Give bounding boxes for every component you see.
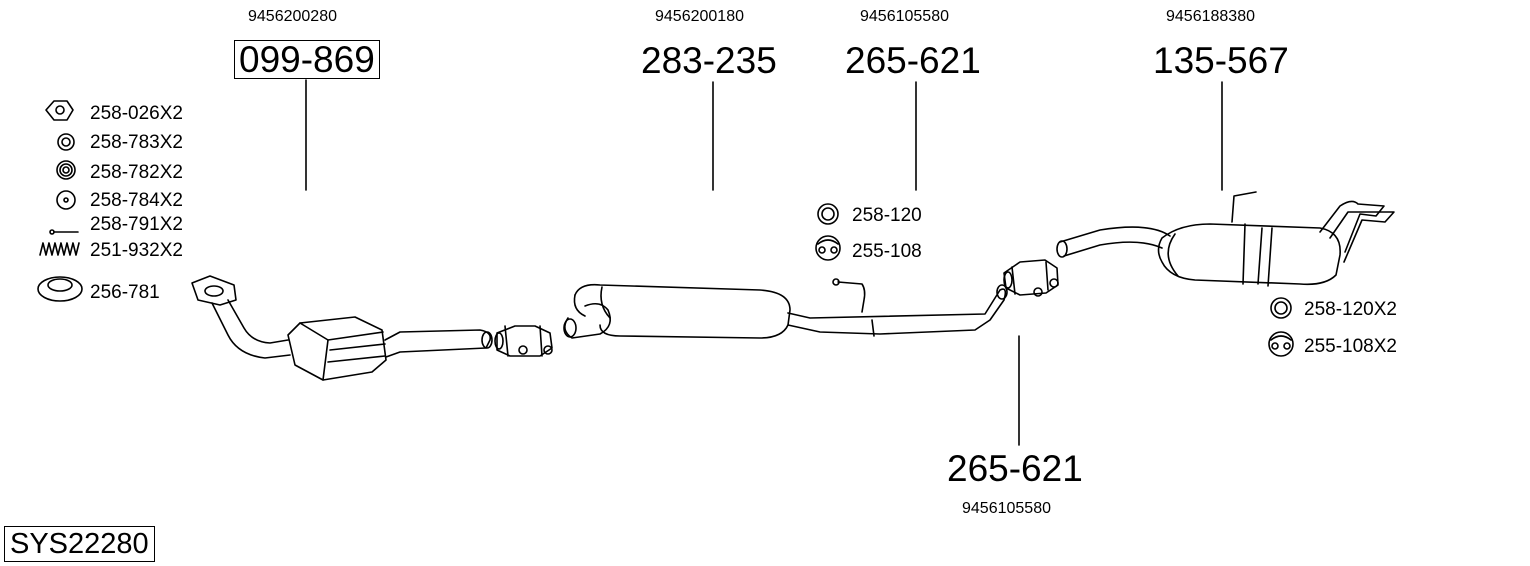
spring-washer-icon: [56, 160, 76, 180]
rear-silencer-drawing: [1056, 191, 1395, 287]
rubber-ring-icon-right: [1270, 297, 1292, 319]
accessory-label[interactable]: 258-120X2: [1304, 299, 1397, 320]
middle-silencer-drawing: [563, 278, 1008, 339]
oem-number: 9456200180: [655, 8, 744, 25]
rubber-mount-icon-mid: [815, 235, 841, 261]
accessory-label[interactable]: 251-932X2: [90, 240, 183, 261]
rubber-mount-icon-right: [1268, 331, 1294, 357]
catalytic-converter-drawing: [191, 275, 493, 381]
part-number[interactable]: 265-621: [947, 448, 1083, 489]
gasket-ring-icon: [37, 276, 83, 302]
accessory-label[interactable]: 258-783X2: [90, 132, 183, 153]
accessory-label[interactable]: 258-026X2: [90, 103, 183, 124]
hex-nut-icon: [45, 100, 74, 121]
accessory-label[interactable]: 258-791X2: [90, 214, 183, 235]
part-number[interactable]: 265-621: [845, 40, 981, 81]
part-number[interactable]: 135-567: [1153, 40, 1289, 81]
part-number-boxed[interactable]: 099-869: [234, 40, 380, 79]
oem-number: 9456200280: [248, 8, 337, 25]
accessory-label[interactable]: 255-108X2: [1304, 336, 1397, 357]
oem-number: 9456105580: [860, 8, 949, 25]
spring-icon: [39, 242, 80, 256]
washer-ring-icon: [57, 133, 75, 151]
flat-washer-icon: [56, 190, 76, 210]
pipe-clamp-drawing-left: [494, 325, 553, 357]
rubber-ring-icon-mid: [817, 203, 839, 225]
accessory-label[interactable]: 258-120: [852, 205, 922, 226]
accessory-label[interactable]: 258-784X2: [90, 190, 183, 211]
system-code: SYS22280: [4, 526, 155, 562]
part-number[interactable]: 283-235: [641, 40, 777, 81]
accessory-label[interactable]: 255-108: [852, 241, 922, 262]
accessory-label[interactable]: 256-781: [90, 282, 160, 303]
oem-number: 9456188380: [1166, 8, 1255, 25]
bolt-icon: [49, 229, 79, 235]
oem-number: 9456105580: [962, 500, 1051, 517]
accessory-label[interactable]: 258-782X2: [90, 162, 183, 183]
pipe-clamp-drawing-middle: [1003, 259, 1059, 297]
